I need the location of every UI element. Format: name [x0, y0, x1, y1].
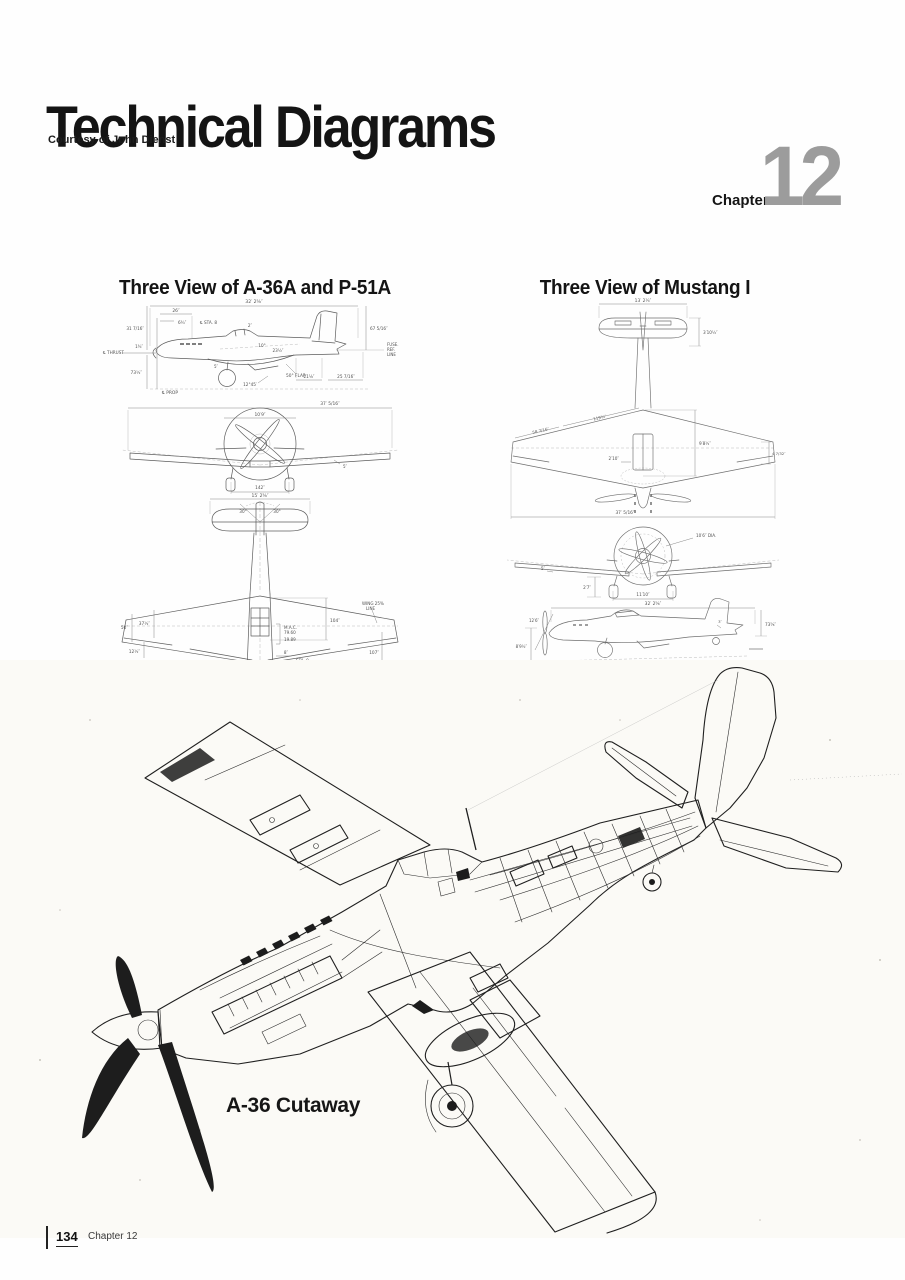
exhaust-stacks [240, 915, 333, 966]
three-view-mustang1: 13′ 2¼″ 3′10½″ 58 7/16″ 119¼″ 2′10″ 9′8½… [506, 298, 786, 662]
dim-label: 8′9½″ [516, 644, 528, 649]
page-number: 134 [46, 1226, 83, 1249]
dim-label: 9′8½″ [699, 441, 711, 446]
dim-label: 10′6″ DIA. [696, 533, 716, 538]
dim-label: 12½″ [129, 648, 141, 655]
top-view-drawing: 15′ 2⅝″ 30° 30° 50″ 37½″ 12½″ 104″ M.A.C… [121, 493, 399, 682]
dim-label: 23½″ [273, 348, 284, 353]
right-tailplane [711, 817, 843, 873]
dim-label: 12′6″ [529, 618, 540, 623]
dim-label: 6¾″ [178, 320, 187, 325]
fuselage [157, 799, 707, 1065]
dim-label: 79.60 [284, 630, 296, 635]
dim-label: 67 5/16″ [370, 326, 388, 331]
dim-label: 73⅝″ [765, 622, 776, 627]
dim-label: 5″ [343, 464, 348, 469]
dim-label: 119¼″ [593, 414, 607, 422]
dim-label: 3″ [718, 619, 722, 624]
dim-label: 30° [273, 509, 280, 514]
dim-label: 12°45′ [243, 382, 257, 387]
landing-gear [425, 1061, 474, 1133]
dim-label: 10° [258, 343, 265, 348]
port-wing [144, 721, 431, 886]
dim-label: FUSE. [387, 342, 399, 347]
chapter-number: 12 [760, 129, 844, 223]
dim-label: ℄ STA. 8 [200, 320, 217, 325]
propeller-blades [82, 956, 214, 1192]
dim-label: 15′ 2⅝″ [251, 493, 268, 499]
dim-label: 1¾″ [135, 344, 143, 349]
dim-label: 8″ [284, 650, 289, 655]
dim-label: 37′ 5/16″ [320, 401, 340, 407]
dim-label: 4 7/32″ [772, 451, 786, 456]
dim-label: 10′9″ [254, 412, 265, 418]
dim-label: 142″ [255, 485, 265, 491]
dim-label: 26″ [172, 308, 180, 314]
dim-label: LINE [366, 606, 376, 611]
dim-label: 2″ [248, 323, 253, 328]
chapter-label: Chapter [712, 192, 769, 209]
dim-label: 32′ 2⅝″ [245, 299, 263, 305]
dim-label: 2′7″ [583, 585, 591, 590]
dim-label: LINE [387, 352, 396, 357]
dim-label: 107″ [369, 650, 379, 656]
dim-label: 5″ [214, 364, 219, 369]
footer-chapter: Chapter 12 [88, 1231, 138, 1242]
dim-label: 3′10½″ [703, 330, 718, 335]
page-title: Technical Diagrams [46, 94, 497, 160]
front-view-drawing: 10′6″ DIA. 5″ 2′7″ 11′10″ [506, 526, 780, 601]
dim-label: 13′ 2¼″ [635, 298, 652, 304]
tail-fin [694, 667, 777, 829]
dim-label: 50″ [121, 625, 128, 631]
dim-label: 58 7/16″ [532, 426, 550, 435]
dim-label: 11′10″ [636, 592, 650, 597]
top-view-drawing: 13′ 2¼″ 3′10½″ 58 7/16″ 119¼″ 2′10″ 9′8½… [510, 298, 786, 519]
dim-label: 37½″ [139, 620, 151, 627]
cutaway-caption: A-36 Cutaway [226, 1094, 361, 1117]
dim-label: 31 7/16″ [126, 326, 144, 331]
dim-label: 25 7/16″ [337, 374, 355, 379]
dim-label: WING 25% [362, 601, 384, 606]
dim-label: 37′ 5/16″ [615, 510, 634, 516]
figure-title-mustang1: Three View of Mustang I [539, 276, 751, 299]
dim-label: 104″ [330, 618, 340, 624]
scan-background [0, 660, 905, 1238]
dim-label: REF. [387, 347, 395, 352]
dim-label: 21⅛″ [304, 374, 315, 379]
dim-label: M.A.C. [284, 625, 297, 630]
dim-label: 50° FLAP [286, 373, 306, 379]
dim-label: 73½″ [131, 369, 143, 376]
figure-title-a36a-p51a: Three View of A-36A and P-51A [119, 276, 391, 299]
antenna-mast [465, 679, 903, 851]
side-view-drawing: 32′ 2⅝″ 26″ 6¾″ ℄ STA. 8 31 7/16″ ℄ THRU… [103, 299, 399, 396]
credit-line: Courtesy of John Dienst [48, 134, 176, 146]
starboard-wing [367, 951, 657, 1234]
three-view-a36a-p51a: 32′ 2⅝″ 26″ 6¾″ ℄ STA. 8 31 7/16″ ℄ THRU… [103, 299, 399, 682]
left-tailplane [604, 741, 689, 809]
propeller [82, 956, 214, 1192]
front-view-drawing: 37′ 5/16″ 10′9″ 142″ 5″ [121, 401, 399, 494]
dim-label: ℄ THRUST [103, 350, 124, 355]
dim-label: 30° [239, 509, 246, 514]
dim-label: 2′10″ [608, 456, 619, 461]
a36-cutaway-drawing [0, 660, 905, 1238]
side-view-drawing: 32′ 2⅝″ 73⅝″ 12′6″ 8′9½″ 3″ [516, 598, 776, 662]
dim-label: 19.89 [284, 637, 296, 642]
dim-label: 5″ [541, 566, 546, 571]
dim-label: ℄ PROP [162, 390, 178, 396]
dim-label: 32′ 2⅝″ [645, 601, 662, 607]
